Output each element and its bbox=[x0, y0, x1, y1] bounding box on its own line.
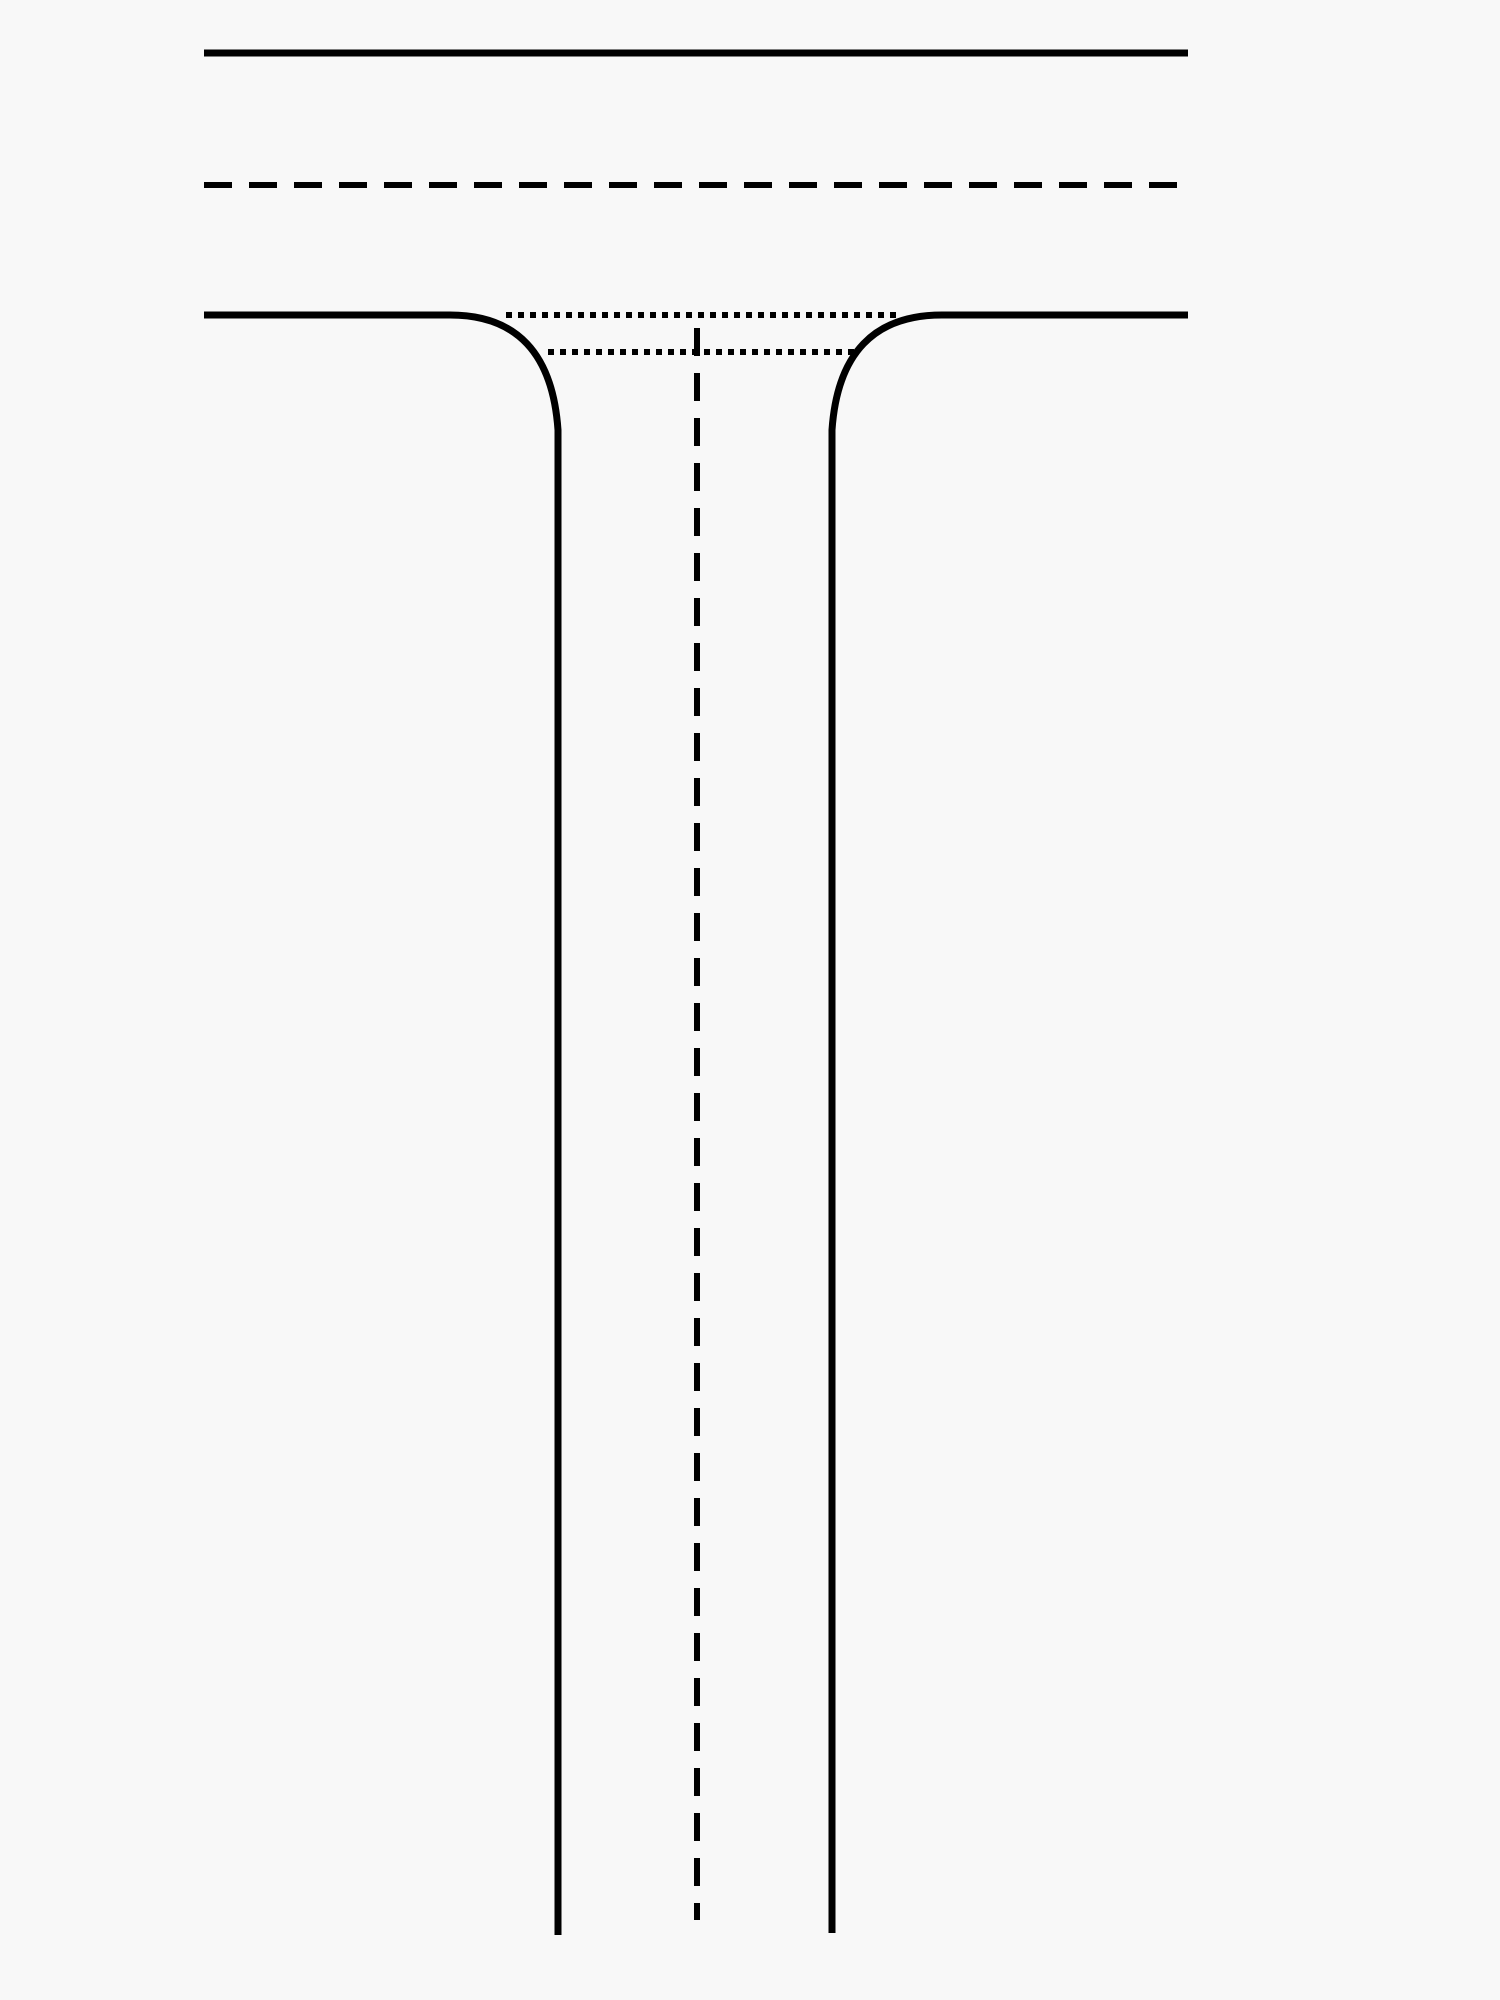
main-road-bottom-edge-left bbox=[204, 311, 562, 1935]
main-road-bottom-edge-right bbox=[828, 311, 1188, 1933]
